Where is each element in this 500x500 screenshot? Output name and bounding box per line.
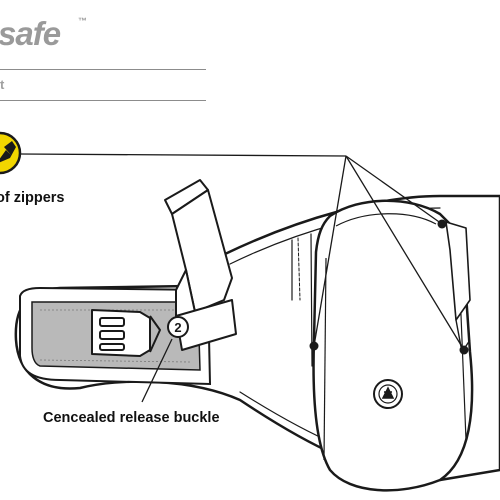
buckle-number-badge: 2 bbox=[167, 316, 189, 338]
buckle-number: 2 bbox=[174, 320, 181, 335]
header-rule-bottom bbox=[0, 100, 206, 101]
trademark-symbol: ™ bbox=[78, 16, 87, 26]
zipper-pull-markers bbox=[309, 219, 469, 355]
header-subtitle: t bbox=[0, 77, 5, 92]
release-buckle-icon bbox=[91, 309, 161, 357]
zipper-leader-lines bbox=[19, 153, 465, 351]
zippers-callout-label: of zippers bbox=[0, 190, 65, 206]
brand-logo: safe bbox=[0, 15, 61, 52]
strap-loop bbox=[164, 179, 237, 351]
header-rule-top bbox=[0, 69, 206, 70]
zipper-icon bbox=[0, 131, 22, 175]
buckle-leader-line bbox=[141, 338, 173, 403]
brand-badge-icon bbox=[373, 379, 403, 409]
front-pocket bbox=[312, 199, 474, 492]
buckle-callout-label: Cencealed release buckle bbox=[43, 410, 220, 426]
